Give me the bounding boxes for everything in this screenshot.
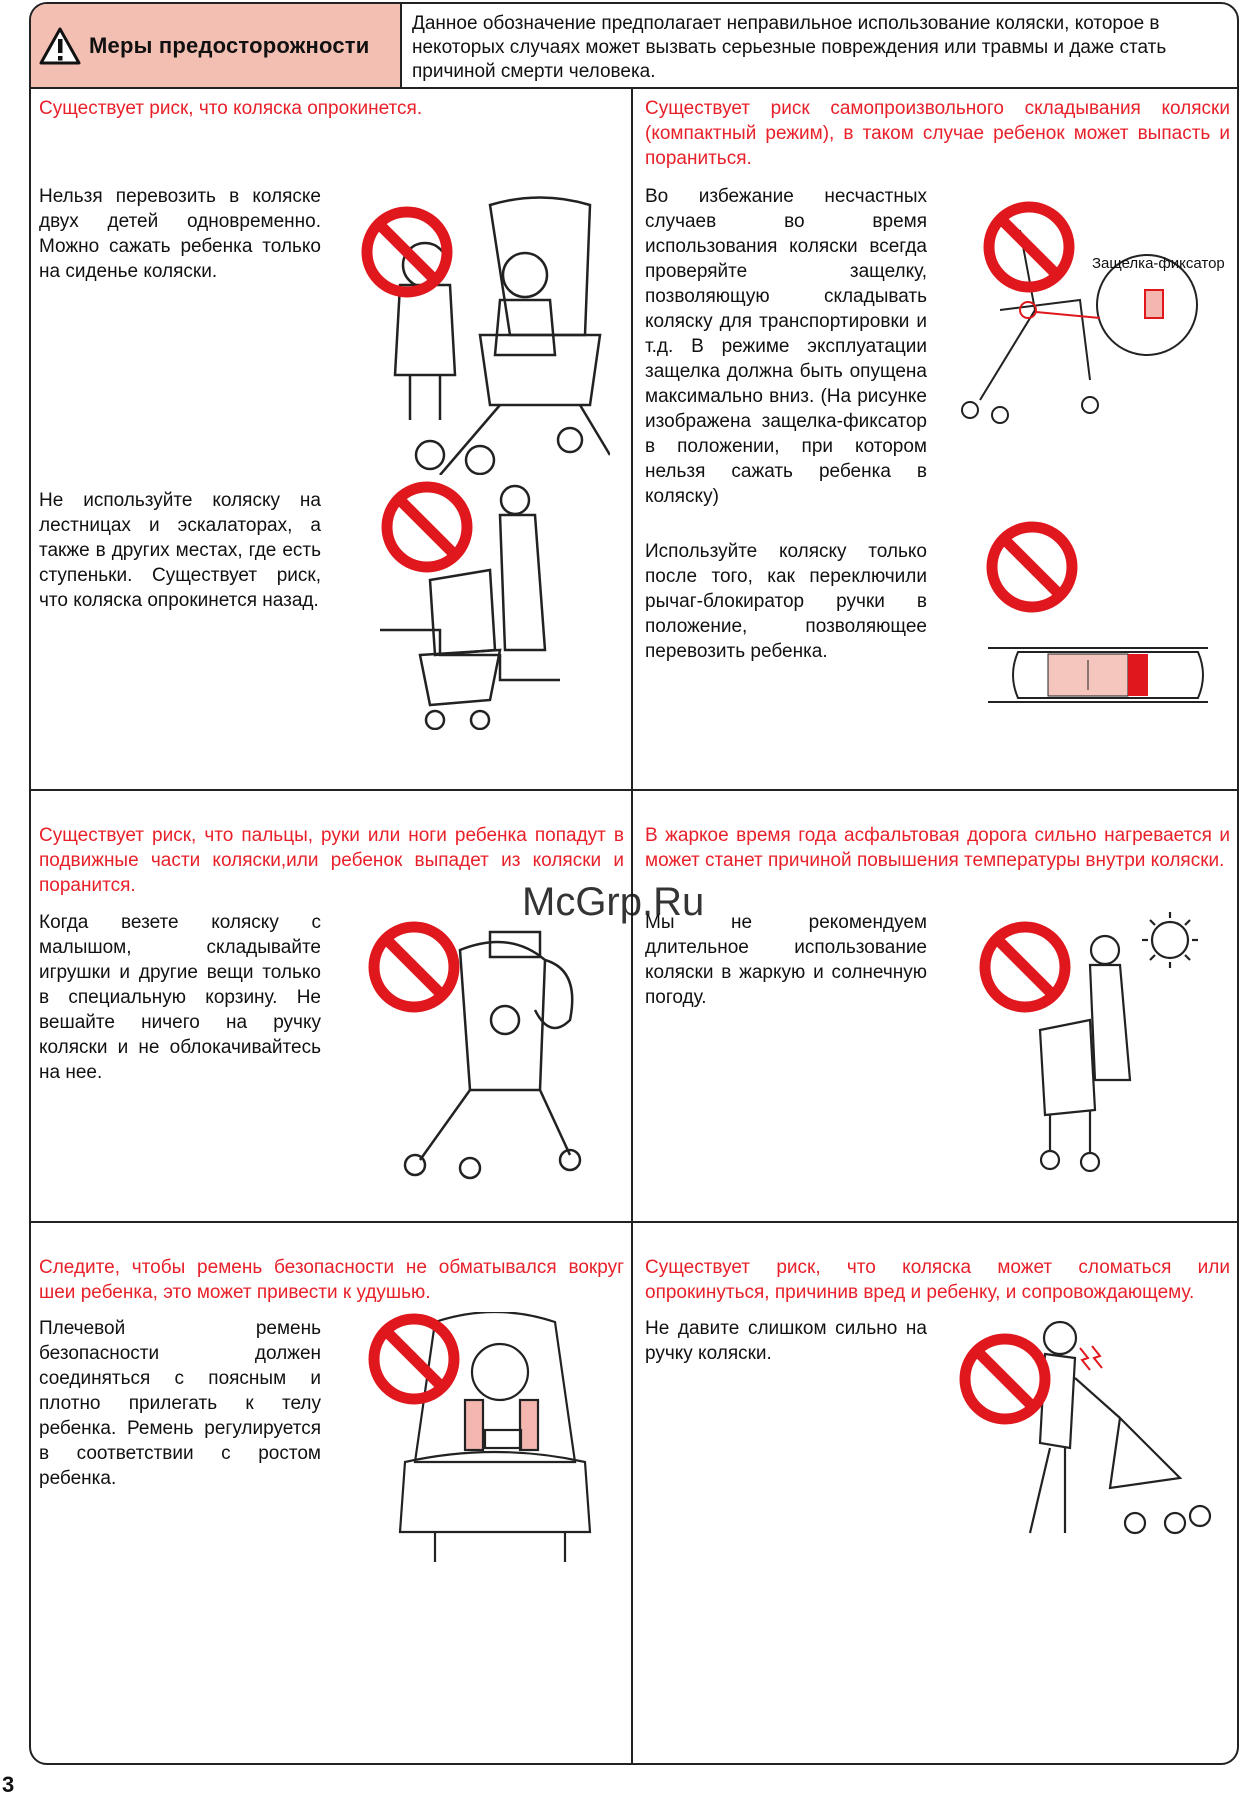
row-divider-2 — [31, 1221, 1237, 1223]
stairs-stroller-illustration — [380, 480, 580, 730]
pushing-handle-illustration — [959, 1318, 1220, 1543]
body-text: Плечевой ремень безопасности должен соед… — [39, 1318, 321, 1489]
prohibition-icon — [361, 206, 453, 298]
prohibition-icon — [986, 521, 1078, 613]
section-breaking: Существует риск, что коляска может слома… — [645, 1255, 1230, 1305]
prohibition-icon — [381, 481, 473, 573]
section-heat: В жаркое время года асфальтовая дорога с… — [645, 823, 1230, 873]
risk-heading: Существует риск, что коляска опрокинется… — [39, 98, 423, 119]
column-divider — [631, 89, 633, 1763]
two-children-stroller-illustration — [361, 185, 610, 475]
body-text: Когда везете коляску с малышом, складыва… — [39, 912, 321, 1083]
header-title-box: Меры предосторожности — [31, 4, 402, 89]
section-folding: Существует риск самопроизвольного склады… — [645, 96, 1230, 171]
risk-heading: Существует риск, что пальцы, руки или но… — [39, 825, 624, 896]
body-text: Мы не рекомендуем длительное использован… — [645, 912, 927, 1008]
header-description: Данное обозначение предполагает неправил… — [402, 4, 1237, 89]
section-fingers: Существует риск, что пальцы, руки или но… — [39, 823, 624, 898]
risk-heading: Следите, чтобы ремень безопасности не об… — [39, 1257, 624, 1303]
latch-label: Защелка-фиксатор — [1092, 255, 1225, 272]
body-text: Не давите слишком сильно на ручку коляск… — [645, 1318, 927, 1364]
prohibition-icon — [979, 921, 1071, 1013]
page-number: 3 — [2, 1772, 15, 1797]
body-text: Во избежание несчастных случаев во время… — [645, 186, 927, 507]
section-tipping: Существует риск, что коляска опрокинется… — [39, 96, 624, 121]
hanging-bag-stroller-illustration — [368, 910, 600, 1180]
sunny-day-stroller-illustration — [979, 910, 1205, 1180]
watermark: McGrp.Ru — [522, 880, 705, 924]
header-title: Меры предосторожности — [89, 32, 370, 58]
page-frame: Меры предосторожности Данное обозначение… — [29, 2, 1239, 1765]
risk-heading: Существует риск самопроизвольного склады… — [645, 98, 1230, 169]
handle-lock-bar — [988, 646, 1208, 704]
latch-illustration — [940, 200, 1210, 440]
warning-triangle-icon — [39, 27, 81, 64]
body-text: Нельзя перевозить в коляске двух детей о… — [39, 186, 321, 282]
handle-lock-illustration — [985, 520, 1079, 614]
body-text: Не используйте коляску на лестницах и эс… — [39, 490, 321, 611]
prohibition-icon — [983, 201, 1075, 293]
seat-belt-illustration — [368, 1312, 600, 1562]
prohibition-icon — [368, 921, 460, 1013]
row-divider-1 — [31, 789, 1237, 791]
prohibition-icon — [959, 1333, 1051, 1425]
body-text: Используйте коляску только после того, к… — [645, 541, 927, 662]
risk-heading: В жаркое время года асфальтовая дорога с… — [645, 825, 1230, 871]
prohibition-icon — [368, 1313, 460, 1405]
risk-heading: Существует риск, что коляска может слома… — [645, 1257, 1230, 1303]
section-belt: Следите, чтобы ремень безопасности не об… — [39, 1255, 624, 1305]
